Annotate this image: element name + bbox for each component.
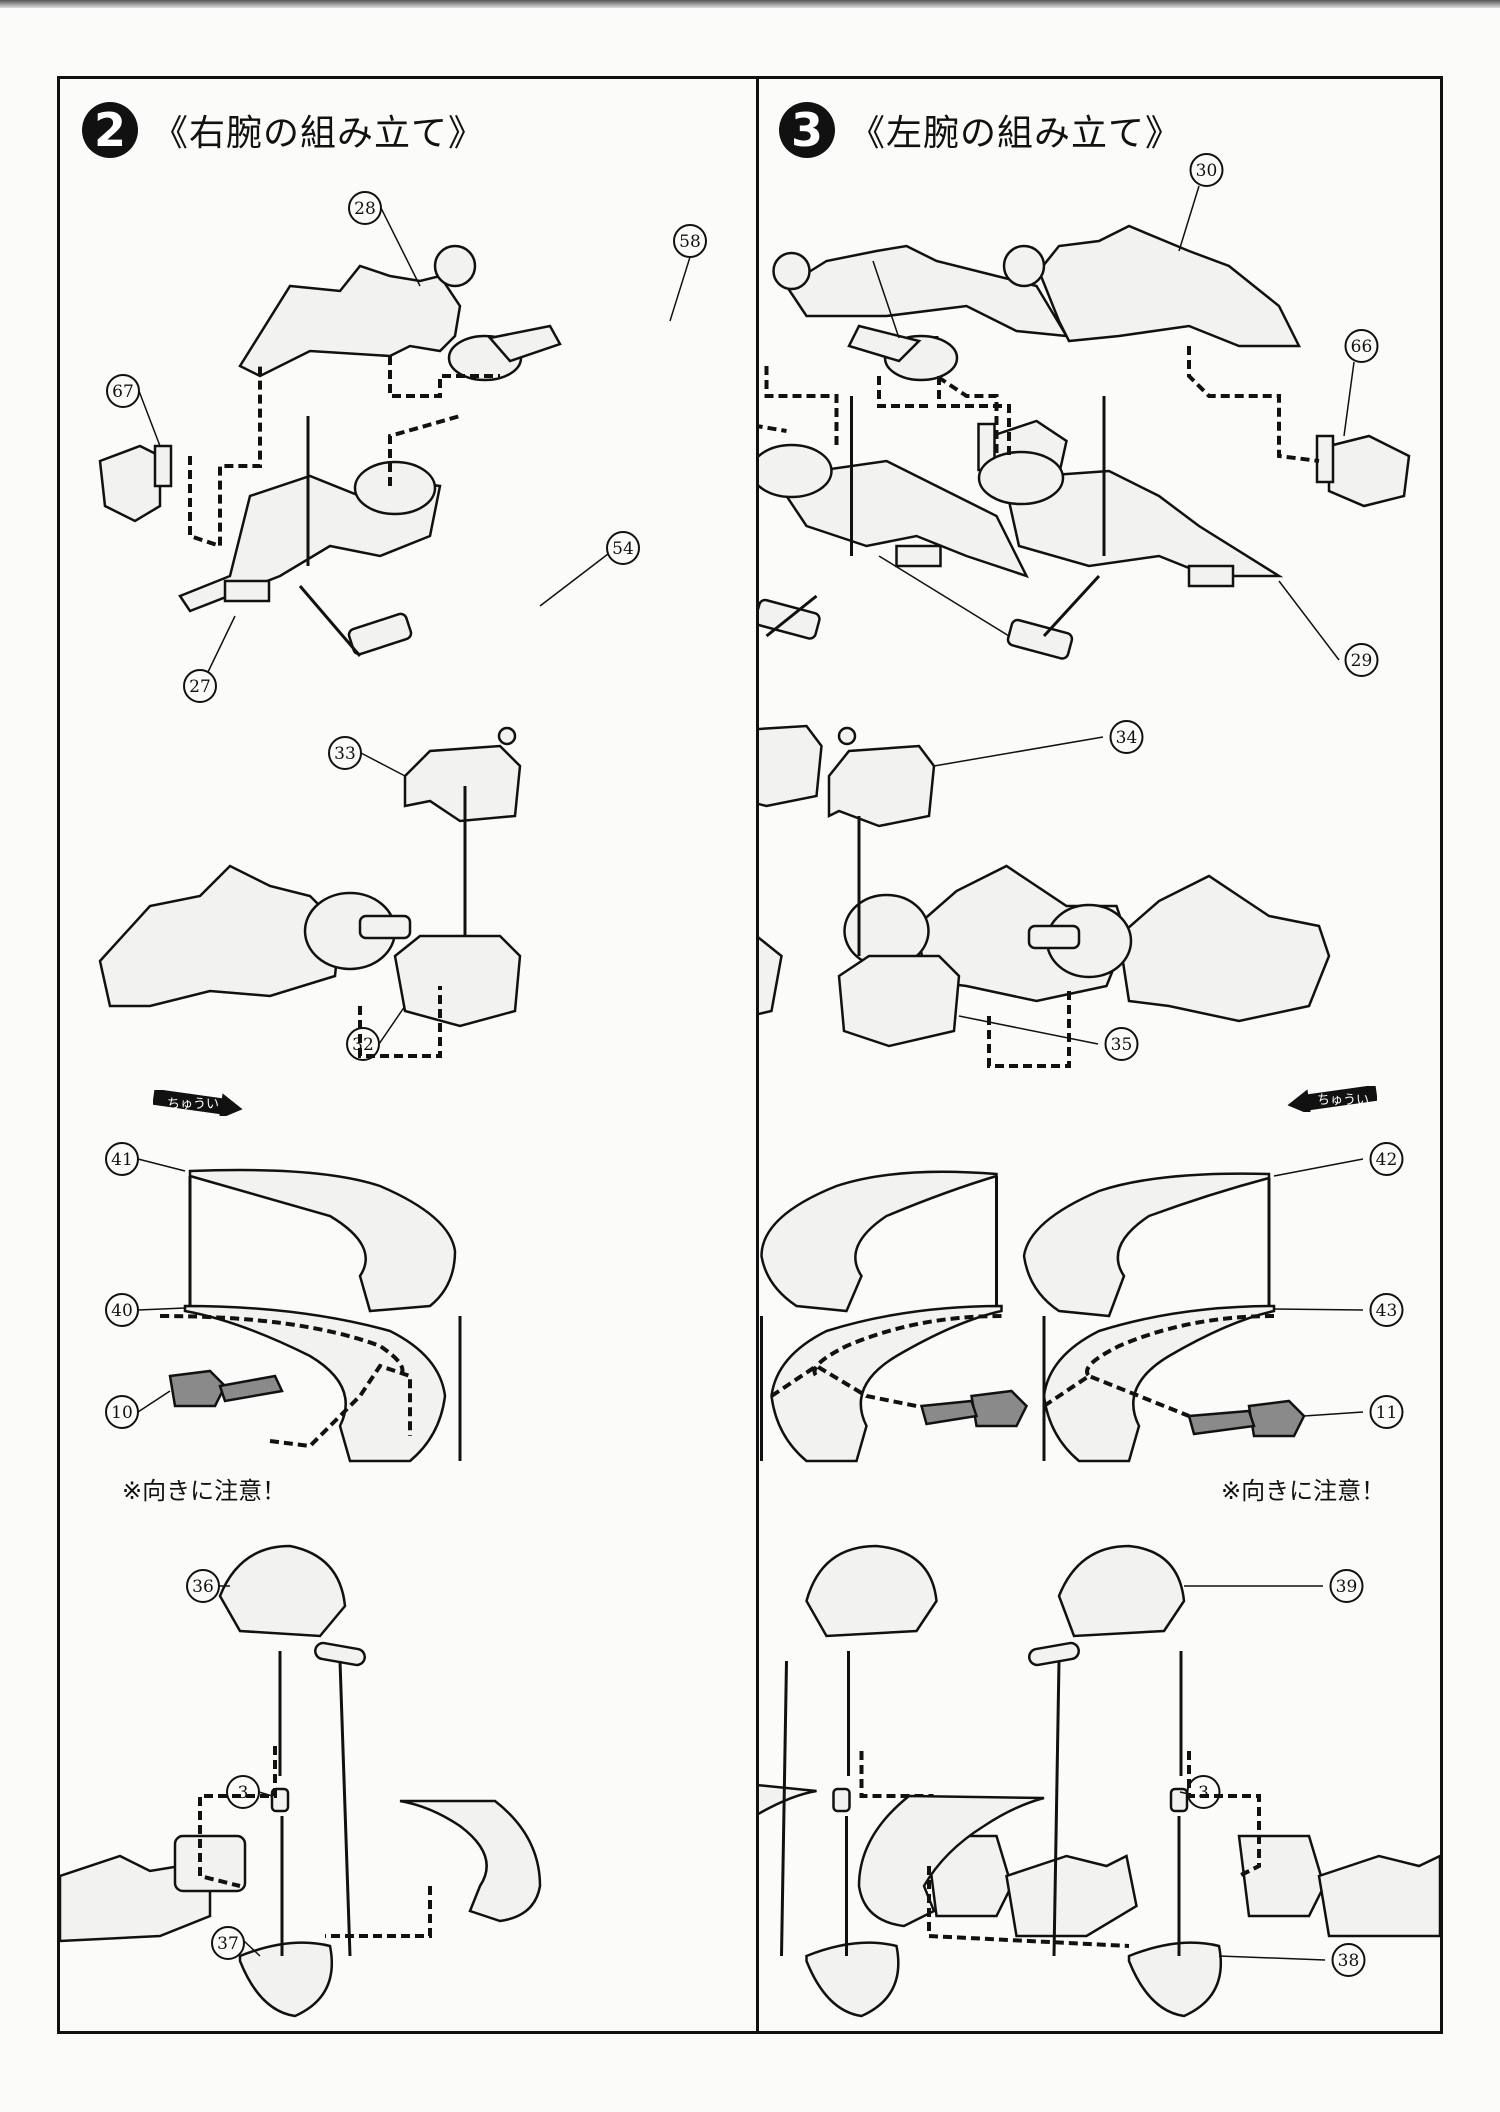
caution-badge: ちゅうい — [153, 1090, 243, 1116]
part-number-3: 3 — [238, 1783, 249, 1803]
part-callout-54 — [606, 531, 640, 565]
part-number-67: 67 — [112, 382, 134, 402]
caution-arrow-icon — [153, 1090, 243, 1116]
caution-label: ちゅうい — [1317, 1093, 1370, 1108]
part-number-10: 10 — [111, 1403, 133, 1423]
caution-arrow-icon — [1287, 1086, 1377, 1112]
instruction-page-frame — [57, 76, 1443, 2034]
step-title: 《右腕の組み立て》 — [152, 113, 486, 154]
part-callout-38 — [1331, 1943, 1366, 1977]
step-3-panel: 3 《左腕の組み立て》 — [759, 76, 1440, 2034]
part-callout-37 — [211, 1926, 245, 1960]
part-number-33: 33 — [334, 744, 356, 764]
part-number-66: 66 — [1351, 337, 1373, 357]
part-number-36: 36 — [192, 1577, 214, 1597]
step-2-panel: 2 《右腕の組み立て》 — [60, 76, 756, 2034]
page-top-edge — [0, 0, 1500, 8]
part-number-3: 3 — [1198, 1783, 1209, 1803]
part-callout-11 — [1369, 1395, 1404, 1429]
part-number-40: 40 — [111, 1301, 133, 1321]
part-number-37: 37 — [217, 1934, 239, 1954]
right-arm-assembly-diagram: 28 58 67 54 27 33 32 41 40 10 36 3 37 — [60, 191, 707, 2018]
part-number-41: 41 — [111, 1150, 133, 1170]
part-number-35: 35 — [1111, 1035, 1133, 1055]
part-number-30: 30 — [1196, 161, 1218, 181]
part-number-29: 29 — [1351, 651, 1373, 671]
orientation-note: ※向きに注意！ — [1221, 1477, 1386, 1505]
part-callout-27 — [183, 669, 217, 703]
step-number-badge: 3 — [779, 102, 835, 158]
left-arm-parts-art — [827, 185, 1440, 2018]
caution-badge: ちゅうい — [1287, 1086, 1377, 1112]
part-number-32: 32 — [352, 1035, 374, 1055]
part-number-38: 38 — [1338, 1951, 1360, 1971]
part-number-11: 11 — [1376, 1403, 1398, 1423]
part-number-27: 27 — [189, 677, 211, 697]
panel-divider — [756, 76, 759, 2034]
orientation-note: ※向きに注意！ — [122, 1477, 287, 1505]
part-callout-42 — [1369, 1142, 1404, 1176]
part-callout-43 — [1369, 1293, 1404, 1327]
part-callout-30 — [1189, 153, 1224, 187]
part-number-28: 28 — [354, 199, 376, 219]
step-title: 《左腕の組み立て》 — [849, 113, 1183, 154]
caution-label: ちゅうい — [167, 1097, 220, 1112]
step-number-badge: 2 — [82, 102, 138, 158]
part-number-34: 34 — [1116, 728, 1138, 748]
part-callout-34 — [1109, 720, 1144, 754]
part-number-58: 58 — [679, 232, 701, 252]
part-callout-66 — [1344, 329, 1379, 363]
part-number-54: 54 — [612, 539, 634, 559]
part-callout-29 — [1344, 643, 1379, 677]
part-number-43: 43 — [1376, 1301, 1398, 1321]
part-callout-39 — [1329, 1569, 1364, 1603]
part-number-42: 42 — [1376, 1150, 1398, 1170]
part-callout-35 — [1104, 1027, 1139, 1061]
part-number-39: 39 — [1336, 1577, 1358, 1597]
